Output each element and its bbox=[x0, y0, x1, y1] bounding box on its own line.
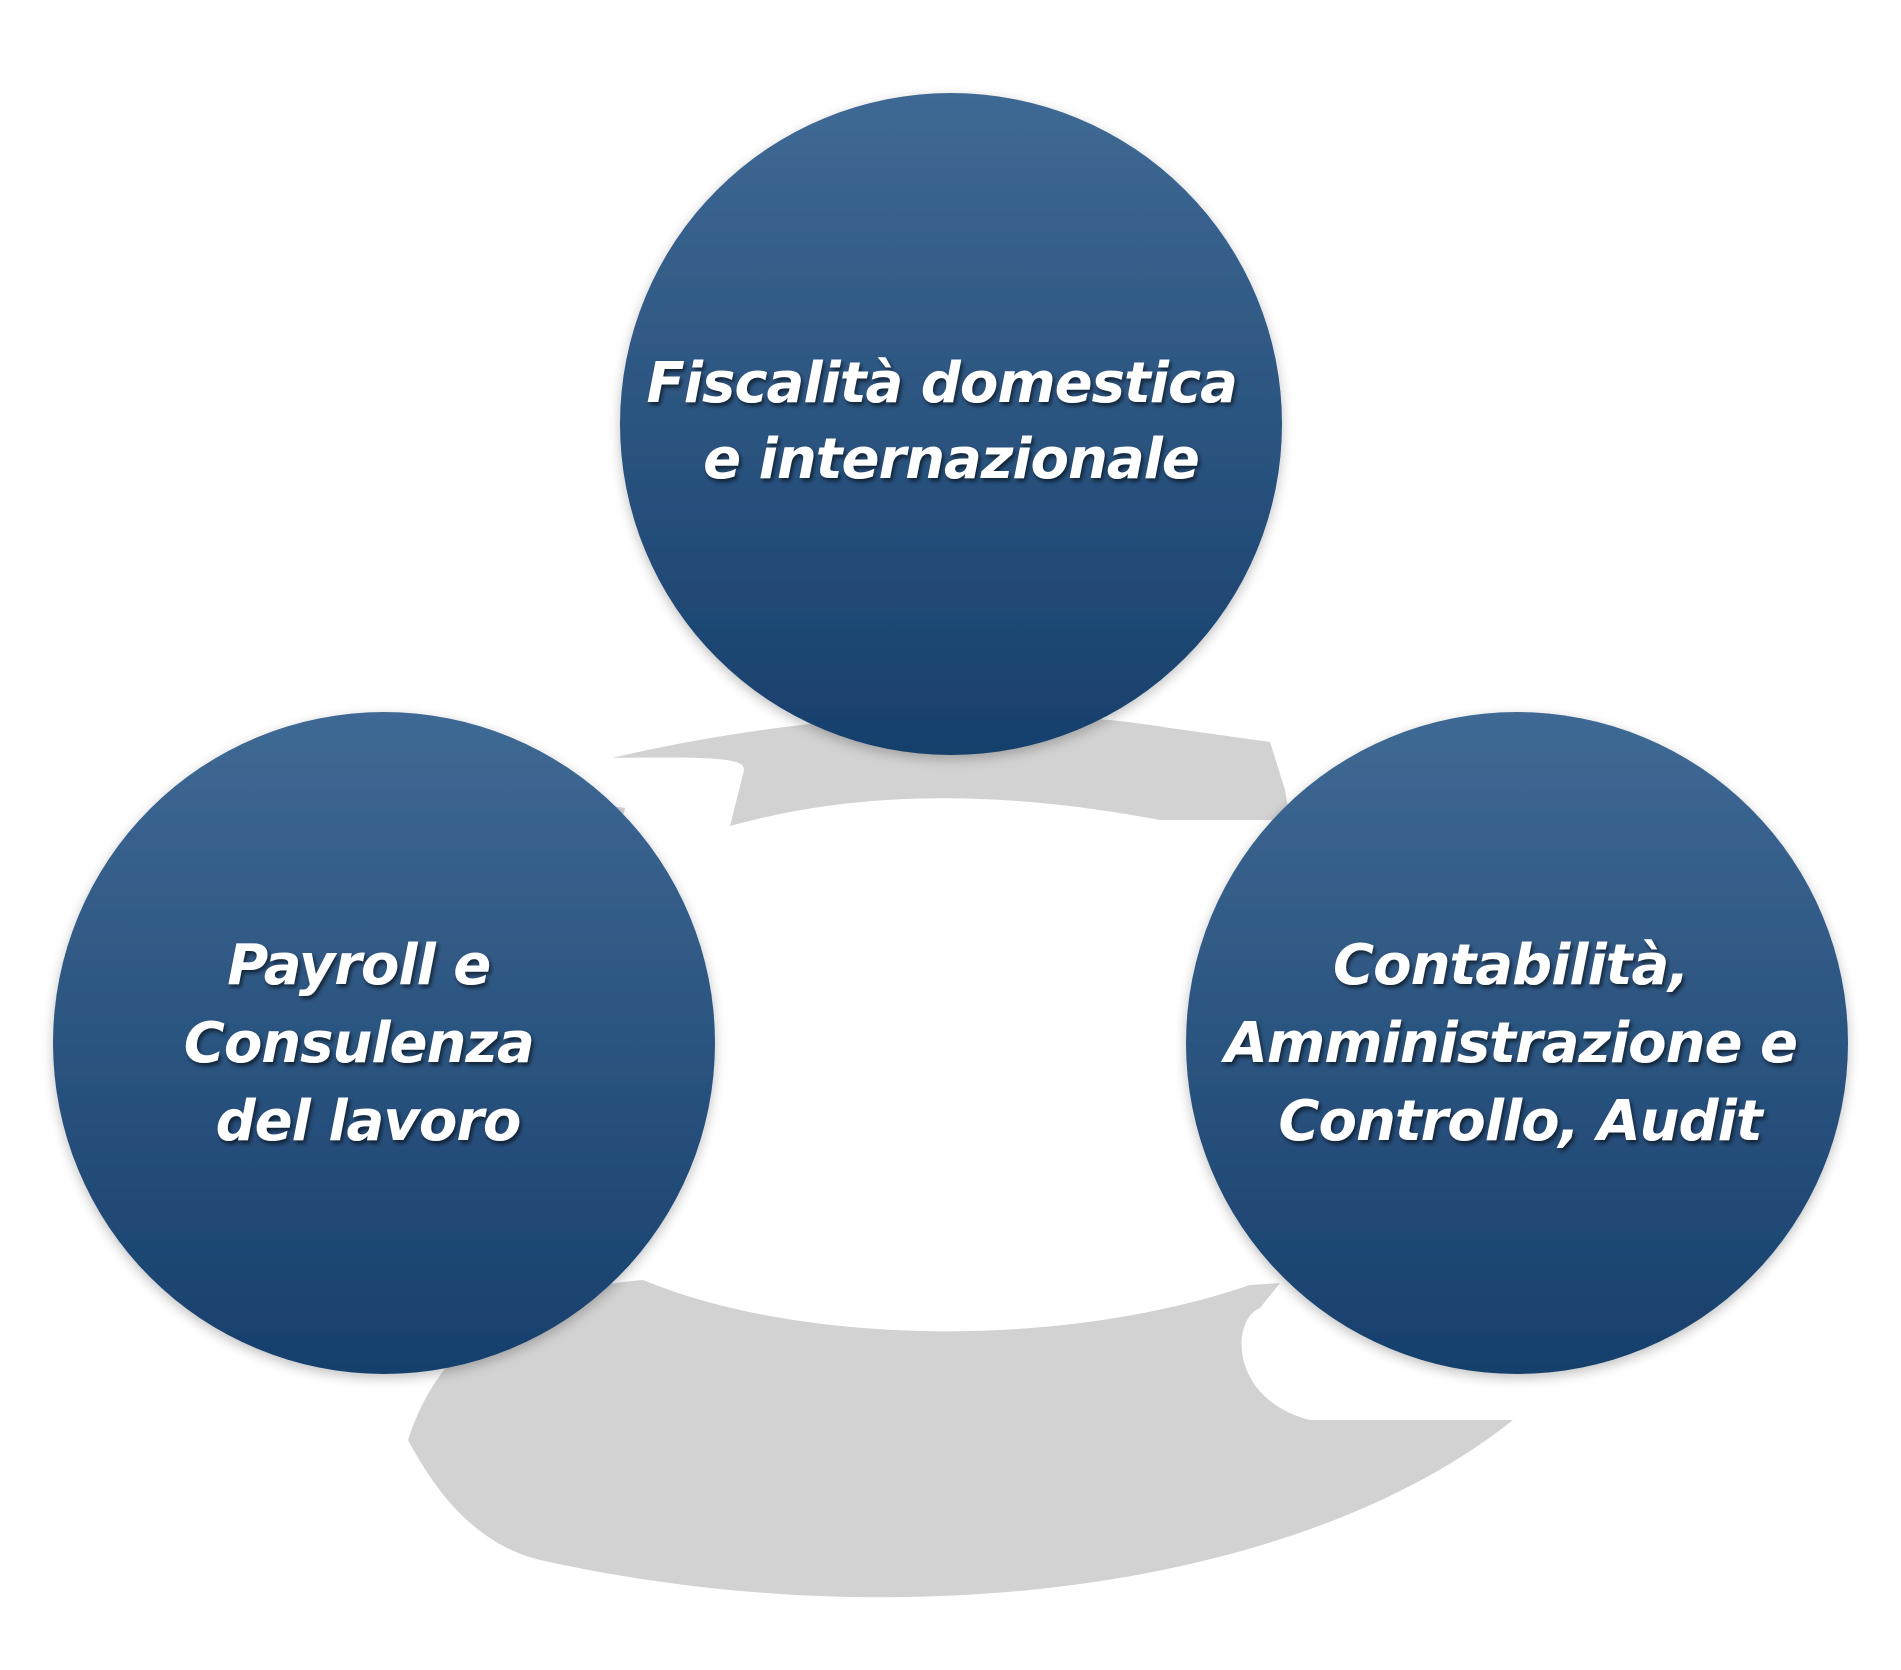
node-fiscalita: Fiscalità domestica e internazionale bbox=[620, 93, 1282, 755]
label-line: Contabilità, bbox=[1333, 933, 1689, 998]
node-contabilita: Contabilità, Amministrazione e Controllo… bbox=[1186, 712, 1848, 1374]
label-line: Payroll e bbox=[227, 933, 490, 998]
label-line: Amministrazione e bbox=[1221, 1011, 1797, 1076]
label-line: Controllo, Audit bbox=[1278, 1089, 1764, 1154]
node-label: Contabilità, Amministrazione e Controllo… bbox=[1221, 933, 1816, 1154]
cycle-arrow-top bbox=[612, 713, 1290, 826]
label-line: Consulenza bbox=[184, 1011, 534, 1076]
node-circle bbox=[1186, 712, 1848, 1374]
node-circle bbox=[53, 712, 715, 1374]
node-payroll: Payroll e Consulenza del lavoro bbox=[53, 712, 715, 1374]
node-label: Payroll e Consulenza del lavoro bbox=[184, 933, 553, 1154]
label-line: del lavoro bbox=[216, 1089, 521, 1154]
label-line: Fiscalità domestica bbox=[647, 351, 1237, 416]
node-circle bbox=[620, 93, 1282, 755]
node-label: Fiscalità domestica e internazionale bbox=[647, 351, 1256, 492]
cycle-arrow-bottom bbox=[408, 1280, 1513, 1598]
label-line: e internazionale bbox=[703, 427, 1199, 492]
